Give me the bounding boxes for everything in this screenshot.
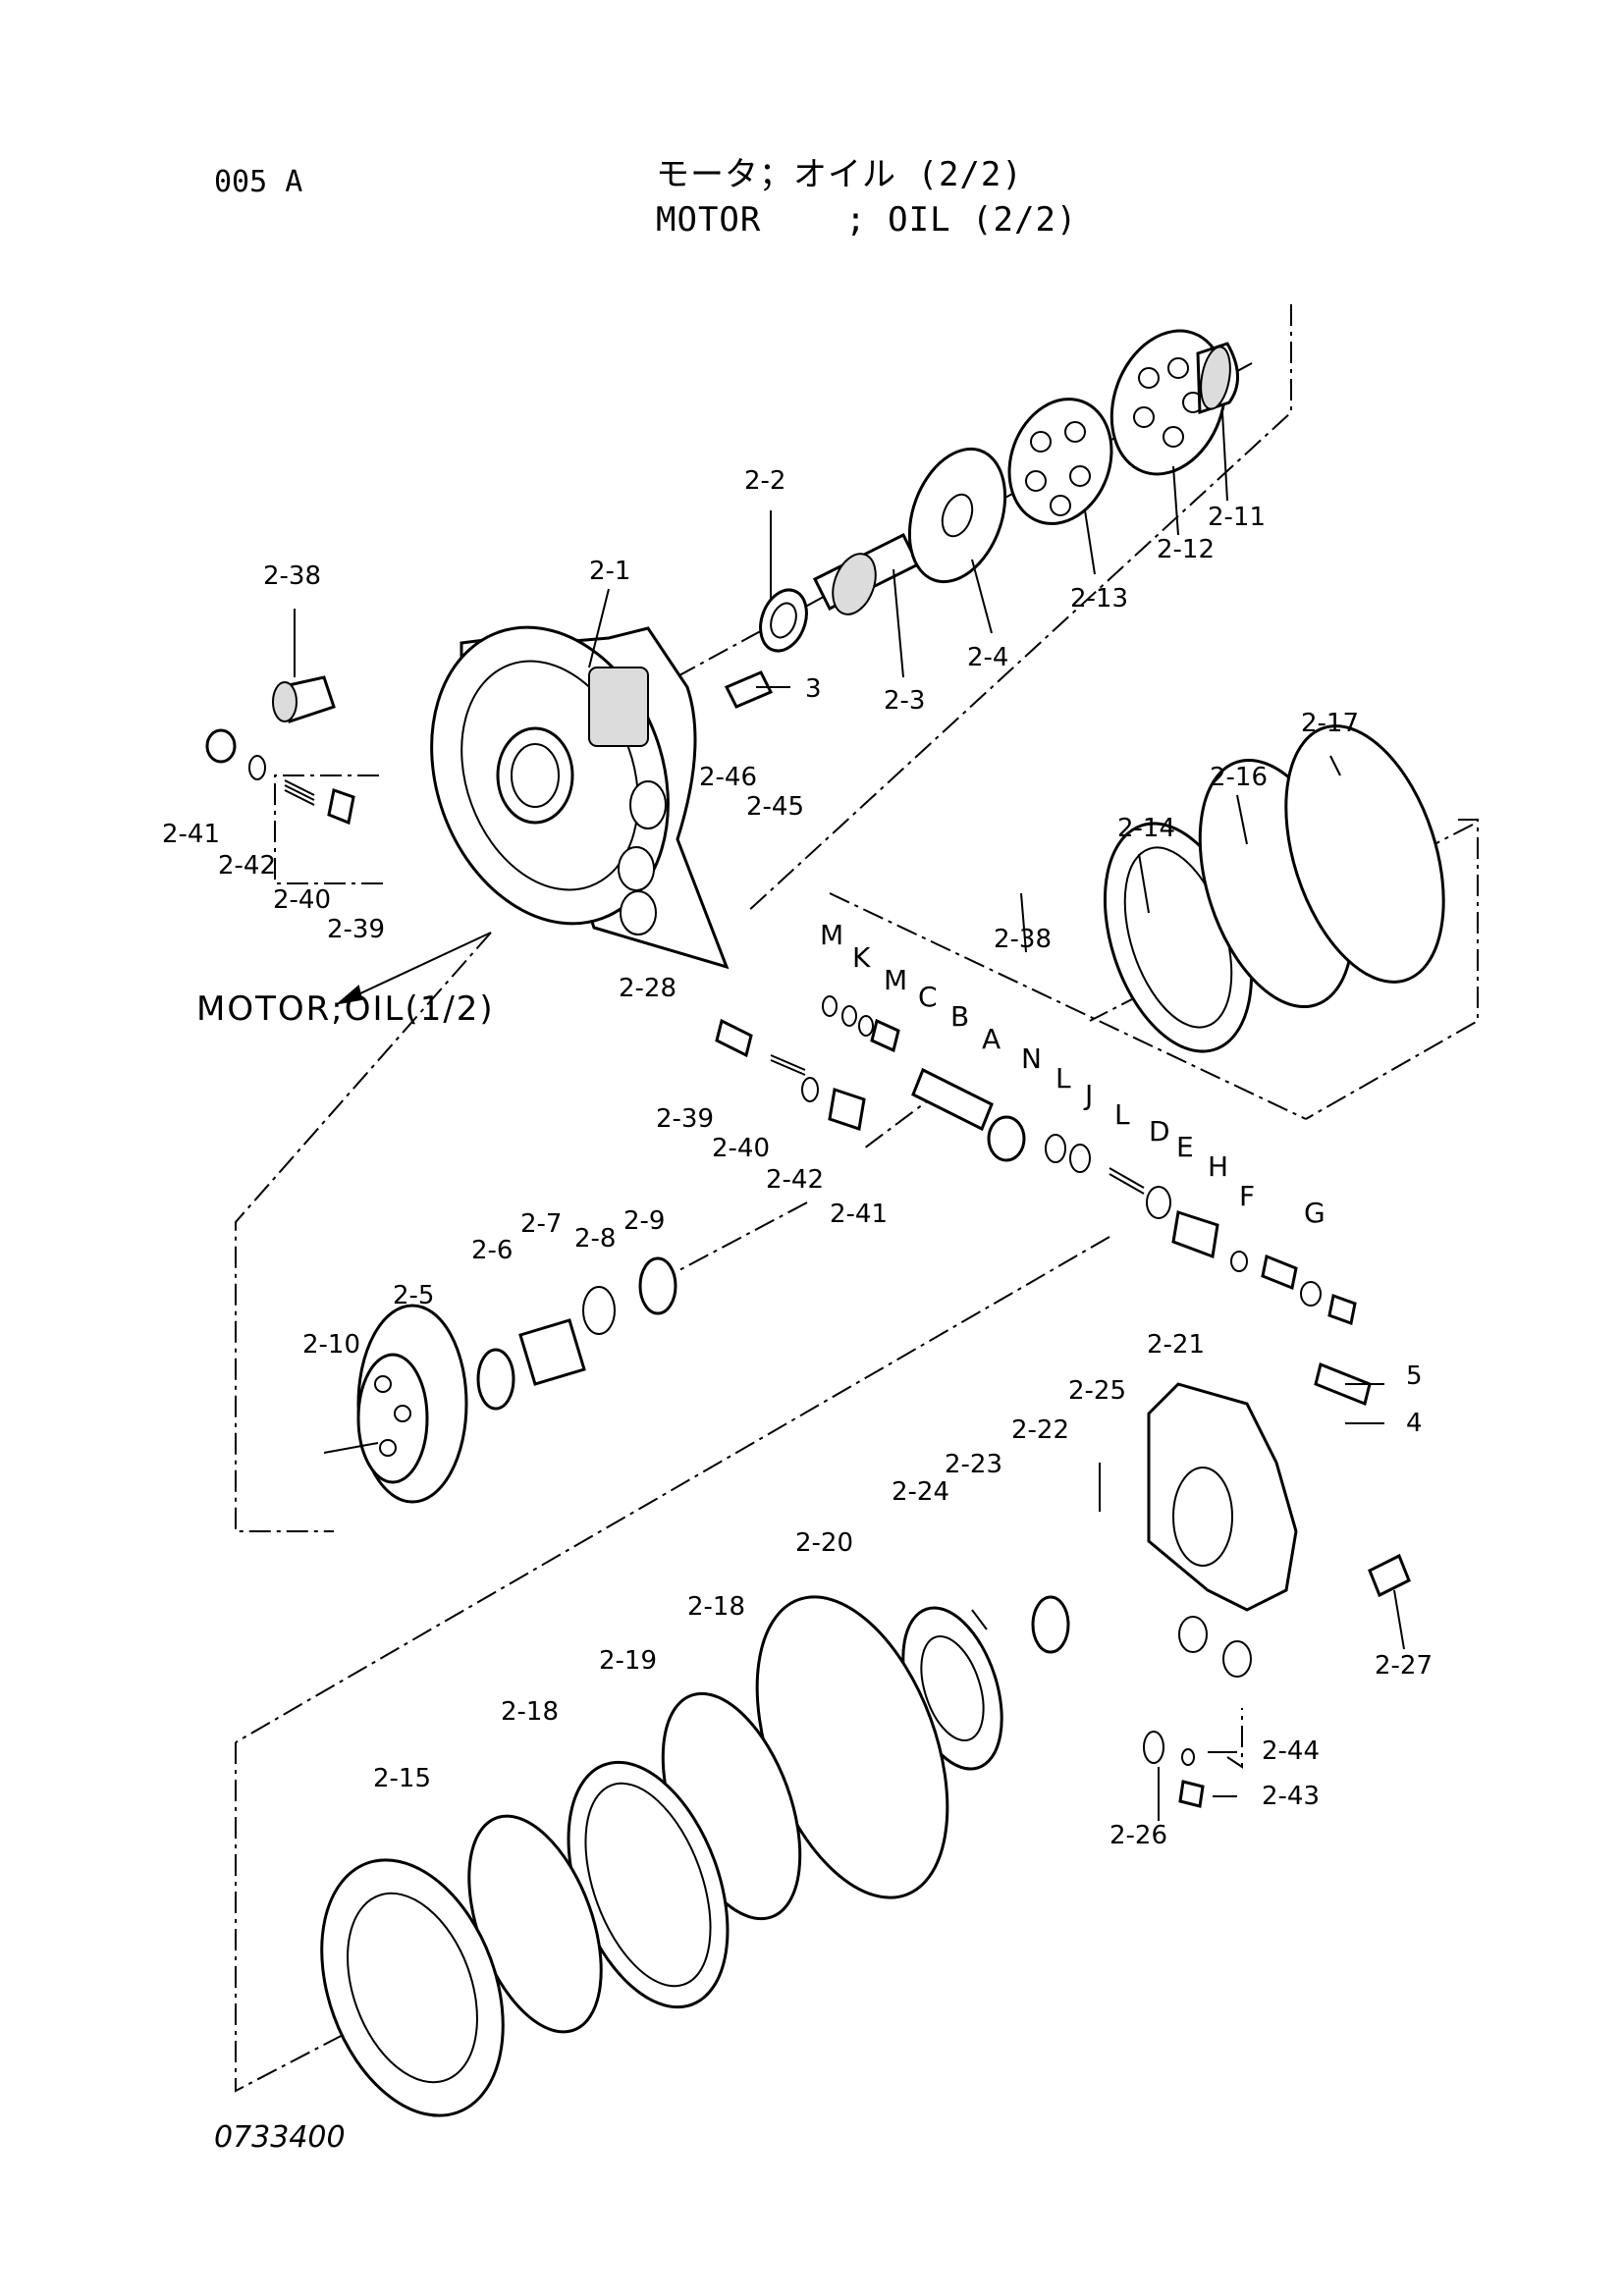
letter-a: A xyxy=(982,1023,1001,1055)
letter-m-2: M xyxy=(884,964,907,996)
callout-2-27: 2-27 xyxy=(1375,1651,1433,1681)
callout-2-14: 2-14 xyxy=(1117,814,1175,843)
brake-piston-gear-group[interactable] xyxy=(323,1256,677,1504)
reference-arrow xyxy=(335,932,492,1005)
callout-2-6: 2-6 xyxy=(471,1236,513,1265)
letter-labels: M K M C B A N L J L D E H F G xyxy=(820,919,1325,1229)
callout-2-16: 2-16 xyxy=(1210,763,1268,792)
callout-2-41-center: 2-41 xyxy=(830,1200,888,1229)
callout-2-15: 2-15 xyxy=(373,1764,431,1793)
callout-2-21: 2-21 xyxy=(1147,1330,1205,1360)
callout-2-40-left: 2-40 xyxy=(273,885,331,915)
callout-2-24: 2-24 xyxy=(892,1477,949,1507)
letter-b: B xyxy=(950,1000,969,1033)
callout-2-17: 2-17 xyxy=(1301,709,1359,738)
callout-2-41-left: 2-41 xyxy=(162,820,220,849)
cylinder-piston-group[interactable] xyxy=(993,315,1245,538)
callout-2-39-left: 2-39 xyxy=(327,915,385,944)
center-valve-set[interactable] xyxy=(715,995,1357,1326)
letter-l-2: L xyxy=(1114,1098,1130,1131)
callout-4: 4 xyxy=(1406,1409,1423,1438)
leader-lines xyxy=(294,411,1405,1821)
callout-2-2: 2-2 xyxy=(744,466,785,496)
callout-2-26: 2-26 xyxy=(1109,1821,1167,1850)
callout-labels: 2-1 2-2 2-3 2-4 2-11 2-12 2-13 2-38 3 2-… xyxy=(162,466,1433,1850)
callout-2-13: 2-13 xyxy=(1070,584,1128,614)
callout-2-44: 2-44 xyxy=(1262,1736,1320,1766)
callout-2-23: 2-23 xyxy=(945,1450,1002,1479)
callout-5: 5 xyxy=(1406,1362,1423,1391)
letter-d: D xyxy=(1149,1115,1170,1148)
page-title-japanese: モータ；オイル (2/2) xyxy=(656,155,1023,194)
callout-2-45: 2-45 xyxy=(746,792,804,822)
callout-2-38-top: 2-38 xyxy=(263,561,321,591)
callout-2-9: 2-9 xyxy=(623,1206,665,1236)
relief-valve-left[interactable] xyxy=(205,675,355,826)
document-number: 0733400 xyxy=(214,2120,346,2155)
callout-2-42-left: 2-42 xyxy=(218,851,276,881)
callout-2-43: 2-43 xyxy=(1262,1782,1320,1811)
output-shaft-group[interactable] xyxy=(724,436,1022,709)
motor-housing[interactable] xyxy=(392,594,730,970)
letter-g: G xyxy=(1304,1197,1325,1229)
callout-2-38-mid: 2-38 xyxy=(994,925,1052,954)
letter-h: H xyxy=(1208,1150,1228,1183)
callout-2-1: 2-1 xyxy=(589,557,630,586)
letter-k: K xyxy=(852,941,871,974)
brake-ring-set[interactable] xyxy=(1078,706,1473,1070)
callout-2-10: 2-10 xyxy=(302,1330,360,1360)
letter-f: F xyxy=(1239,1180,1255,1212)
callout-2-8: 2-8 xyxy=(574,1224,616,1254)
callout-2-39-center: 2-39 xyxy=(656,1104,714,1134)
callout-2-7: 2-7 xyxy=(520,1209,562,1239)
callout-2-11: 2-11 xyxy=(1208,503,1266,532)
callout-2-42-center: 2-42 xyxy=(766,1165,824,1195)
callout-2-20: 2-20 xyxy=(795,1528,853,1558)
callout-3: 3 xyxy=(805,674,822,704)
callout-2-25: 2-25 xyxy=(1068,1376,1126,1406)
callout-2-40-center: 2-40 xyxy=(712,1134,770,1163)
letter-e: E xyxy=(1176,1131,1194,1163)
page-title-english: MOTOR ; OIL (2/2) xyxy=(656,200,1078,240)
callout-2-22: 2-22 xyxy=(1011,1415,1069,1445)
letter-j: J xyxy=(1083,1079,1093,1111)
reference-link-motor-oil-1[interactable]: MOTOR;OIL(1/2) xyxy=(196,989,495,1029)
callout-2-5: 2-5 xyxy=(393,1281,434,1310)
callout-2-19: 2-19 xyxy=(599,1646,657,1676)
page-code: 005 A xyxy=(214,165,303,199)
callout-2-3: 2-3 xyxy=(884,686,925,716)
letter-n: N xyxy=(1021,1042,1042,1075)
letter-c: C xyxy=(918,981,938,1013)
callout-2-28: 2-28 xyxy=(619,974,676,1003)
letter-l-1: L xyxy=(1055,1062,1071,1095)
seal-ring-group[interactable] xyxy=(289,1572,985,2141)
callout-2-18-upper: 2-18 xyxy=(687,1592,745,1622)
callout-2-18-lower: 2-18 xyxy=(501,1697,559,1727)
callout-2-12: 2-12 xyxy=(1157,535,1215,564)
letter-m-1: M xyxy=(820,919,843,951)
rear-cover[interactable] xyxy=(1099,1362,1411,1808)
callout-2-4: 2-4 xyxy=(967,643,1008,672)
callout-2-46: 2-46 xyxy=(699,763,757,792)
